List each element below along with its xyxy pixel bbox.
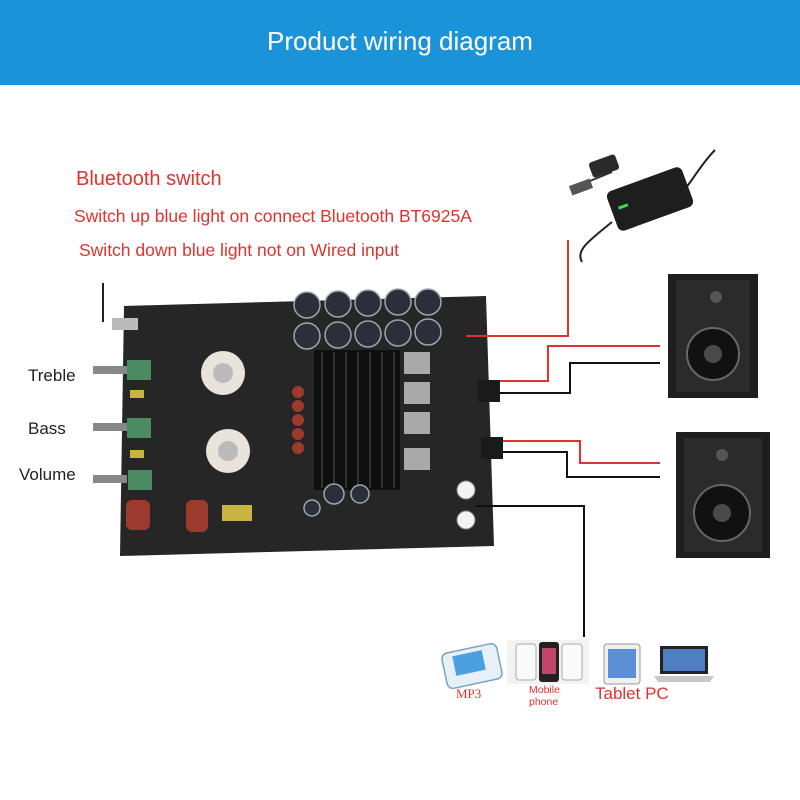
speaker-bottom-negative-wire (503, 451, 660, 478)
bluetooth-switch-title: Bluetooth switch (76, 168, 222, 190)
treble-label: Treble (28, 366, 76, 385)
speaker-top-image (668, 274, 758, 398)
mobile-phones-image (507, 640, 589, 684)
speaker-bottom-positive-wire (503, 440, 660, 464)
speaker-top-negative-wire (500, 362, 660, 394)
volume-label: Volume (19, 465, 76, 484)
power-adapter-image (568, 149, 716, 263)
bass-label: Bass (28, 419, 66, 438)
audio-input-wire (475, 505, 585, 637)
laptop-image (654, 646, 714, 682)
mobile-label-line2: phone (529, 696, 559, 708)
tablet-label: Tablet PC (595, 684, 669, 703)
header-banner: Product wiring diagram (0, 0, 800, 85)
tablet-image (603, 643, 641, 685)
speaker-top-positive-wire (500, 345, 660, 382)
power-wire (466, 240, 569, 337)
speaker-bottom-image (676, 432, 770, 558)
mp3-label: MP3 (456, 686, 482, 701)
switch-up-note: Switch up blue light on connect Bluetoot… (74, 206, 472, 226)
switch-down-note: Switch down blue light not on Wired inpu… (79, 240, 400, 260)
wiring (466, 240, 660, 637)
mp3-player-image (441, 642, 503, 690)
mobile-label-line1: Mobile (529, 684, 560, 696)
page-title: Product wiring diagram (267, 26, 533, 56)
amplifier-board-image (93, 283, 503, 556)
